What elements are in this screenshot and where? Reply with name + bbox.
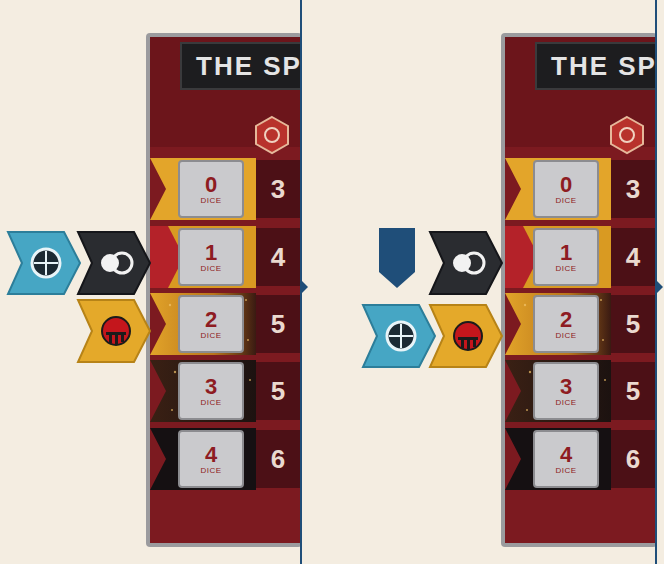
blue-token [8,232,80,294]
dice-label: DICE [555,398,576,407]
dice-label: DICE [200,398,221,407]
dice-label: DICE [200,264,221,273]
dice-label: DICE [555,264,576,273]
track-panel: THE SP0DICE31DICE42DICE53DICE54DICE6 [505,35,657,545]
value-cell: 6 [256,430,300,488]
dice-box: 4DICE [178,430,244,488]
track-value: 6 [271,444,285,475]
dice-count: 4 [205,444,217,466]
dice-box: 2DICE [178,295,244,353]
dice-box: 0DICE [178,160,244,218]
divider-tick [301,280,308,294]
dice-box: 1DICE [178,228,244,286]
dice-count: 2 [205,309,217,331]
value-cell: 5 [611,362,655,420]
dice-count: 3 [560,376,572,398]
dice-label: DICE [200,331,221,340]
value-cell: 3 [256,160,300,218]
track-value: 5 [271,309,285,340]
track-value: 3 [271,174,285,205]
yellow-token [430,305,502,367]
panel-header: THE SP [180,42,300,90]
track-value: 3 [626,174,640,205]
track-value: 4 [626,242,640,273]
value-cell: 4 [256,228,300,286]
dice-count: 2 [560,309,572,331]
value-cell: 5 [611,295,655,353]
dice-count: 0 [205,174,217,196]
black-token [78,232,150,294]
dice-count: 1 [560,242,572,264]
dice-box: 3DICE [178,362,244,420]
value-cell: 6 [611,430,655,488]
dice-count: 3 [205,376,217,398]
dice-label: DICE [555,196,576,205]
dice-count: 0 [560,174,572,196]
track-panel: THE SP0DICE31DICE42DICE53DICE54DICE6 [150,35,302,545]
track-panel [146,33,302,547]
value-cell: 3 [611,160,655,218]
value-cell: 5 [256,295,300,353]
dice-count: 4 [560,444,572,466]
dice-box: 1DICE [533,228,599,286]
black-token [430,232,502,294]
track-value: 5 [626,309,640,340]
track-panel [501,33,657,547]
track-value: 6 [626,444,640,475]
dice-count: 1 [205,242,217,264]
track-value: 5 [271,376,285,407]
divider-tick [656,280,663,294]
dice-label: DICE [200,196,221,205]
value-cell: 5 [256,362,300,420]
blue-token [363,305,435,367]
dice-label: DICE [200,466,221,475]
yellow-token [78,300,150,362]
marker-arrow [379,228,415,288]
panel-title: THE SP [551,51,657,82]
dice-label: DICE [555,466,576,475]
dice-box: 3DICE [533,362,599,420]
panel-header: THE SP [535,42,655,90]
dice-box: 2DICE [533,295,599,353]
value-cell: 4 [611,228,655,286]
dice-label: DICE [555,331,576,340]
track-value: 5 [626,376,640,407]
dice-box: 4DICE [533,430,599,488]
track-value: 4 [271,242,285,273]
panel-title: THE SP [196,51,302,82]
dice-box: 0DICE [533,160,599,218]
